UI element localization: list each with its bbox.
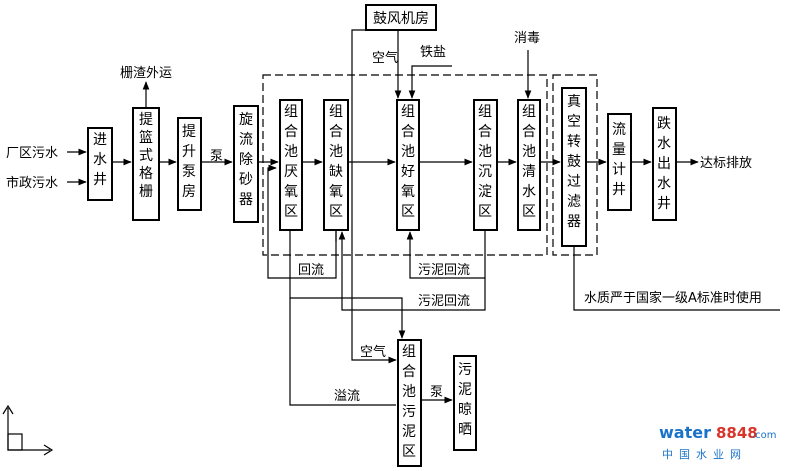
- label-air-bottom: 空气: [360, 344, 386, 360]
- node-flow-well: [607, 113, 632, 211]
- node-lift-pump: [177, 117, 202, 211]
- label-iron-salt: 铁盐: [420, 45, 446, 60]
- label-sludge-return-2: 污泥回流: [418, 294, 470, 309]
- label-aerobic: 组合池好氧区: [401, 104, 415, 220]
- watermark-brand-b: 8848: [716, 424, 758, 442]
- label-disinfect: 消毒: [514, 31, 540, 46]
- label-flow-well: 流量计井: [612, 122, 626, 198]
- arrow-return-flow: [267, 164, 337, 279]
- label-pump: 泵: [210, 149, 223, 164]
- label-overflow: 溢流: [334, 389, 360, 404]
- label-sludge-return-1: 污泥回流: [418, 263, 470, 278]
- label-discharge: 达标排放: [700, 156, 752, 171]
- node-basket-screen: [132, 107, 160, 221]
- node-drop-well: [652, 107, 677, 221]
- arrow-sludge-return-2: [338, 231, 486, 311]
- filter-boundary: [552, 74, 598, 256]
- label-municipal-sewage: 市政污水: [6, 175, 58, 191]
- label-anaerobic: 组合池厌氧区: [284, 104, 298, 220]
- node-anoxic: [323, 99, 349, 231]
- node-intake-well: [87, 127, 113, 201]
- label-industrial-sewage: 厂区污水: [6, 146, 58, 161]
- watermark-brand-suffix: .com: [752, 430, 777, 441]
- combined-tank-boundary: [262, 74, 548, 256]
- node-sludge-zone: [397, 339, 422, 467]
- watermark-brand-a: water: [659, 423, 711, 442]
- arrow-sludge-return-1: [406, 230, 486, 279]
- overflow-line: [289, 298, 396, 406]
- node-settling: [473, 99, 498, 231]
- watermark-logo: water 8848 .com 中国水业网: [659, 423, 777, 461]
- label-pump-bottom: 泵: [430, 385, 443, 400]
- arrow-sludge-to-zone: [289, 230, 406, 339]
- watermark-brand-cn: 中国水业网: [662, 448, 747, 461]
- node-sludge-dry: [453, 355, 477, 451]
- node-aerobic: [396, 99, 420, 231]
- label-lift-pump: 提升泵房: [182, 124, 196, 200]
- label-screenings: 栅渣外运: [120, 66, 172, 81]
- arrow-iron-salt: [408, 65, 452, 99]
- label-blower: 鼓风机房: [373, 11, 429, 27]
- label-sludge-zone: 组合池污泥区: [402, 344, 416, 460]
- label-note: 水质严于国家一级A标准时使用: [584, 290, 762, 306]
- label-vortex-grit: 旋流除砂器: [239, 112, 253, 208]
- node-blower: [365, 4, 437, 31]
- label-drop-well: 跌水出水井: [657, 116, 671, 212]
- label-anoxic: 组合池缺氧区: [329, 104, 343, 220]
- label-sludge-dry: 污泥晾晒: [458, 362, 472, 438]
- note-leader: [573, 246, 780, 311]
- label-air-top: 空气: [372, 50, 398, 66]
- label-drum-filter: 真空转鼓过滤器: [567, 94, 581, 230]
- node-anaerobic: [279, 99, 303, 231]
- label-clear-water: 组合池清水区: [522, 104, 536, 220]
- node-clear-water: [517, 99, 541, 231]
- label-settling: 组合池沉淀区: [478, 104, 492, 220]
- label-return-flow: 回流: [298, 263, 324, 278]
- node-drum-filter: [561, 87, 587, 247]
- label-basket-screen: 提篮式格栅: [139, 112, 153, 200]
- arrow-air-to-sludge: [351, 29, 397, 364]
- node-vortex-grit: [233, 105, 259, 223]
- label-intake-well: 进水井: [93, 132, 107, 188]
- ucs-axis-icon: [2, 404, 54, 456]
